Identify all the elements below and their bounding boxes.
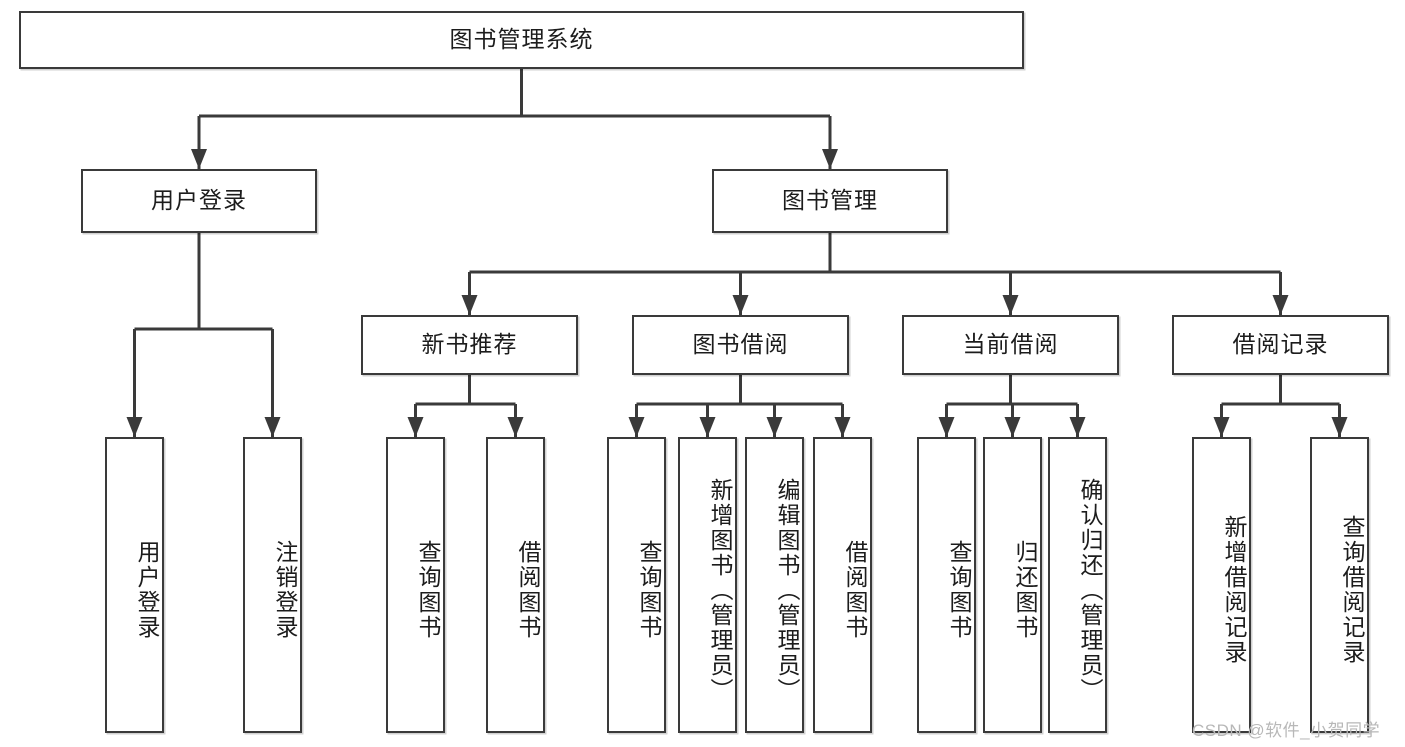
node-leaf-rec-borrow[interactable]: 借阅图书 [486,437,545,733]
node-label: 图书借阅 [692,331,789,358]
node-label: 借阅记录 [1232,331,1329,358]
node-label: 查询图书 [636,540,662,640]
node-label: 归还图书 [1012,540,1038,640]
node-root[interactable]: 图书管理系统 [19,11,1024,69]
node-label: 借阅图书 [842,540,868,640]
node-current-borrow[interactable]: 当前借阅 [902,315,1119,375]
node-leaf-br-query[interactable]: 查询借阅记录 [1310,437,1369,733]
node-leaf-cb-query[interactable]: 查询图书 [917,437,976,733]
node-leaf-bb-borrow[interactable]: 借阅图书 [813,437,872,733]
node-label: 编辑图书（管理员） [774,477,800,703]
node-label: 查询借阅记录 [1339,515,1365,665]
node-leaf-bb-add[interactable]: 新增图书（管理员） [678,437,737,733]
node-leaf-br-add[interactable]: 新增借阅记录 [1192,437,1251,733]
node-label: 用户登录 [134,540,160,640]
node-label: 查询图书 [946,540,972,640]
node-book-manage[interactable]: 图书管理 [712,169,948,233]
node-label: 图书管理系统 [449,26,594,53]
node-new-book-rec[interactable]: 新书推荐 [361,315,578,375]
node-label: 新增借阅记录 [1221,515,1247,665]
node-label: 查询图书 [415,540,441,640]
node-label: 借阅图书 [515,540,541,640]
node-label: 新书推荐 [421,331,518,358]
node-leaf-bb-query[interactable]: 查询图书 [607,437,666,733]
node-leaf-bb-edit[interactable]: 编辑图书（管理员） [745,437,804,733]
node-leaf-user-login[interactable]: 用户登录 [105,437,164,733]
node-label: 新增图书（管理员） [707,477,733,703]
node-borrow-record[interactable]: 借阅记录 [1172,315,1389,375]
node-label: 注销登录 [272,540,298,640]
node-label: 当前借阅 [962,331,1059,358]
node-label: 确认归还（管理员） [1077,477,1103,703]
node-leaf-cb-confirm[interactable]: 确认归还（管理员） [1048,437,1107,733]
node-label: 图书管理 [782,187,878,214]
node-book-borrow[interactable]: 图书借阅 [632,315,849,375]
node-label: 用户登录 [151,187,247,214]
node-leaf-cb-return[interactable]: 归还图书 [983,437,1042,733]
watermark-label: CSDN @软件_小贺同学 [1192,721,1381,740]
node-user-login[interactable]: 用户登录 [81,169,317,233]
node-leaf-rec-query[interactable]: 查询图书 [386,437,445,733]
node-leaf-user-logout[interactable]: 注销登录 [243,437,302,733]
